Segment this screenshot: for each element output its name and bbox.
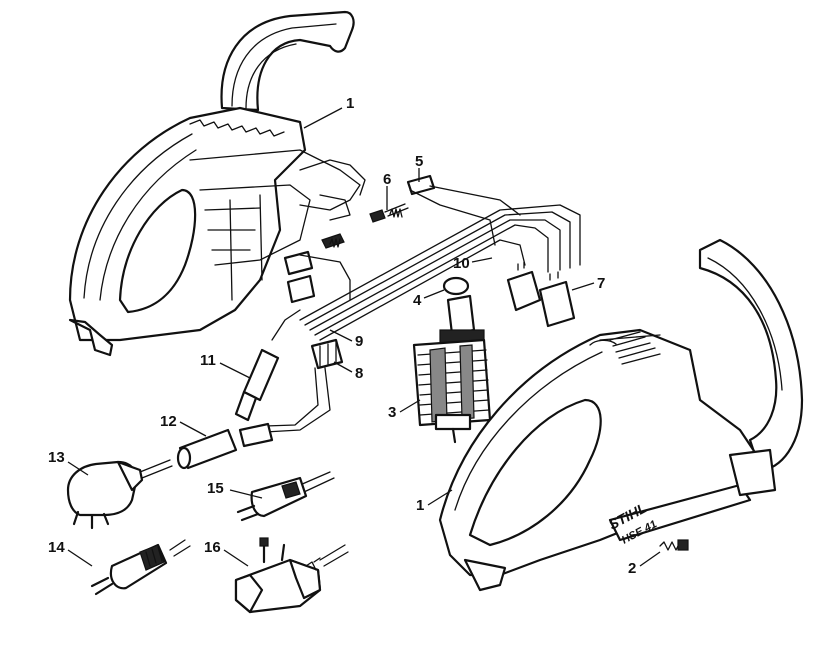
plug-euro-flat [236,471,335,522]
callout-10: 10 [453,255,470,272]
callout-13: 13 [48,449,65,466]
callout-14: 14 [48,539,65,556]
o-ring [442,276,470,296]
leader-lines [67,107,661,567]
callout-3: 3 [388,404,396,421]
callout-2: 2 [628,560,636,577]
callout-labels: 1 5 6 10 4 7 9 11 8 3 12 13 15 1 14 16 2 [48,95,636,577]
callout-8: 8 [355,365,363,382]
housing-half-left [68,10,366,357]
callout-16: 16 [204,539,221,556]
plug-australian [66,459,173,530]
callout-1-top: 1 [346,95,354,112]
callout-11: 11 [200,352,216,369]
housing-half-right: STIHL HSE 41 [438,238,804,592]
plug-euro-round [90,539,191,596]
callout-5: 5 [415,153,423,170]
callout-1-bottom: 1 [416,497,424,514]
power-cord [176,309,301,470]
callout-15: 15 [207,480,224,497]
screw [659,539,689,551]
wiring-harness [264,174,581,433]
callout-12: 12 [160,413,177,430]
callout-9: 9 [355,333,363,350]
motor-armature [412,294,492,444]
callout-6: 6 [383,171,391,188]
callout-7: 7 [597,275,605,292]
plug-uk [234,537,349,614]
callout-4: 4 [413,292,422,309]
